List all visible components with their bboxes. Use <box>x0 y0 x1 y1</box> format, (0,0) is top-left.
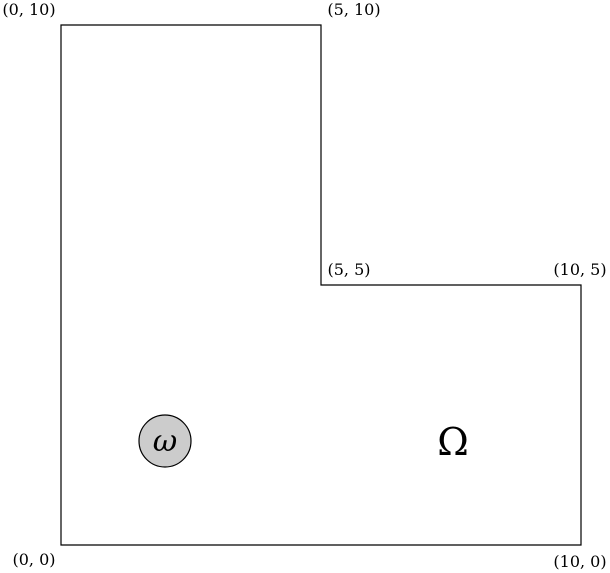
vertex-label-bottom-right: (10, 0) <box>553 552 606 571</box>
subdomain-disk <box>138 414 192 468</box>
domain-label: Ω <box>437 420 469 464</box>
vertex-label-top-left: (0, 10) <box>2 0 55 19</box>
vertex-label-top-middle: (5, 10) <box>327 0 380 19</box>
vertex-label-right-top: (10, 5) <box>553 260 606 279</box>
vertex-label-origin: (0, 0) <box>12 550 55 569</box>
vertex-label-inner-corner: (5, 5) <box>327 260 370 279</box>
domain-boundary <box>60 24 582 546</box>
subdomain-label: ω <box>153 424 177 459</box>
